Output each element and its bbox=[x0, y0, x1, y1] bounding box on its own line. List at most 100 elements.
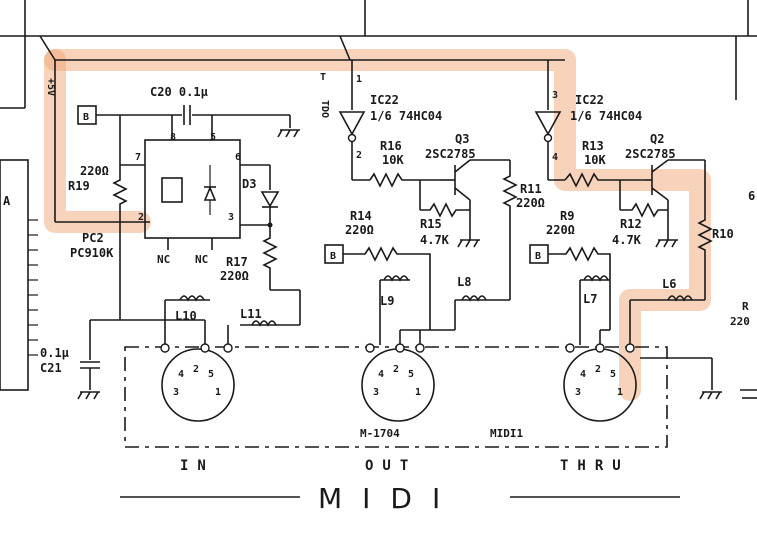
nc-label-1: NC bbox=[157, 253, 170, 266]
l10-label: L10 bbox=[175, 309, 197, 323]
c20-label: C20 0.1μ bbox=[150, 85, 208, 99]
l7-label: L7 bbox=[583, 292, 597, 306]
r12-label: R12 bbox=[620, 217, 642, 231]
r16-resistor bbox=[369, 172, 440, 188]
bus-tag-left: +5V bbox=[45, 78, 56, 96]
pc2-pin-8: 8 bbox=[170, 132, 176, 143]
d3-label: D3 bbox=[242, 177, 256, 191]
bus-diag-left bbox=[39, 35, 56, 61]
c21-value: 0.1μ bbox=[40, 346, 69, 360]
left-edge-connector bbox=[0, 159, 29, 391]
r10-resistor bbox=[697, 160, 713, 300]
svg-text:B: B bbox=[330, 251, 336, 262]
pc2-gate-icon bbox=[161, 177, 183, 203]
r13-label: R13 bbox=[582, 139, 604, 153]
highlighted-in-loop bbox=[44, 49, 151, 233]
r14-resistor bbox=[343, 246, 431, 330]
ic22-b-pin-out: 4 bbox=[552, 152, 558, 163]
pc2-type-label: PC910K bbox=[70, 246, 114, 260]
r15-value: 4.7K bbox=[420, 233, 450, 247]
svg-text:2: 2 bbox=[393, 364, 399, 375]
ic22-b-label: IC22 bbox=[575, 93, 604, 107]
d3-diode bbox=[260, 191, 280, 208]
c21-label: C21 bbox=[40, 361, 62, 375]
m1704-label: M-1704 bbox=[360, 427, 400, 440]
l7-inductor bbox=[583, 275, 609, 282]
r10-label: R10 bbox=[712, 227, 734, 241]
din-out-connector bbox=[361, 348, 435, 422]
ic22-b-inverter bbox=[534, 111, 562, 136]
out-label: OUT bbox=[365, 458, 417, 474]
svg-text:2: 2 bbox=[193, 364, 199, 375]
q2-label: Q2 bbox=[650, 132, 664, 146]
in-label: IN bbox=[180, 458, 215, 474]
r11-value: 220Ω bbox=[516, 196, 545, 210]
r16-value: 10K bbox=[382, 153, 404, 167]
pc2-pin-5: 5 bbox=[210, 132, 216, 143]
ground-symbol-c20 bbox=[277, 129, 300, 138]
ic22-b-pin-in: 3 bbox=[552, 90, 558, 101]
r10-partial-value: 220 bbox=[730, 315, 750, 328]
ic22-a-type: 1/6 74HC04 bbox=[370, 109, 442, 123]
svg-text:2: 2 bbox=[595, 364, 601, 375]
svg-text:TDO: TDO bbox=[319, 100, 330, 118]
svg-text:B: B bbox=[83, 112, 89, 123]
left-edge-pins bbox=[28, 219, 38, 356]
l8-inductor bbox=[461, 295, 487, 302]
svg-text:4: 4 bbox=[178, 369, 184, 380]
svg-text:B: B bbox=[535, 251, 541, 262]
svg-text:1: 1 bbox=[215, 387, 221, 398]
svg-text:3: 3 bbox=[575, 387, 581, 398]
l6-inductor bbox=[667, 295, 693, 302]
r16-label: R16 bbox=[380, 139, 402, 153]
left-edge-label: A bbox=[3, 194, 11, 208]
r15-label: R15 bbox=[420, 217, 442, 231]
r14-value: 220Ω bbox=[345, 223, 374, 237]
ground-symbol-q2 bbox=[655, 230, 678, 248]
r19-resistor bbox=[112, 165, 128, 222]
r17-resistor bbox=[262, 225, 278, 290]
svg-text:4: 4 bbox=[580, 369, 586, 380]
section-title: MIDI bbox=[318, 482, 460, 515]
r14-label: R14 bbox=[350, 209, 372, 223]
r17-label: R17 bbox=[226, 255, 248, 269]
q3-label: Q3 bbox=[455, 132, 469, 146]
ground-symbol-c21 bbox=[77, 391, 100, 400]
ic22-a-inverter bbox=[338, 111, 366, 136]
r13-resistor bbox=[564, 172, 645, 188]
r9-value: 220Ω bbox=[546, 223, 575, 237]
r9-label: R9 bbox=[560, 209, 574, 223]
svg-text:1: 1 bbox=[415, 387, 421, 398]
pc2-pin-2: 2 bbox=[138, 212, 144, 223]
pc2-label: PC2 bbox=[82, 231, 104, 245]
midi-ref-label: MIDI1 bbox=[490, 427, 523, 440]
l9-label: L9 bbox=[380, 294, 394, 308]
r15-resistor bbox=[420, 202, 470, 218]
thru-label: THRU bbox=[560, 458, 630, 474]
l11-inductor bbox=[251, 320, 277, 327]
r11-resistor bbox=[502, 160, 518, 300]
pc2-pin-3: 3 bbox=[228, 212, 234, 223]
l10-inductor bbox=[179, 295, 205, 302]
pc2-pin-7: 7 bbox=[135, 152, 141, 163]
ic22-b-type: 1/6 74HC04 bbox=[570, 109, 642, 123]
l9-inductor bbox=[383, 275, 409, 282]
ic22-a-tag: T bbox=[320, 72, 326, 83]
ic22-a-pin-out: 2 bbox=[356, 150, 362, 161]
r12-resistor bbox=[620, 202, 668, 218]
l8-label: L8 bbox=[457, 275, 471, 289]
r10-partial-label: R bbox=[742, 300, 749, 313]
din-in-connector bbox=[161, 348, 235, 422]
pc2-optocoupler bbox=[144, 139, 241, 239]
r11-label: R11 bbox=[520, 182, 542, 196]
offpage-connector-1 bbox=[77, 105, 97, 125]
r19-value: 220Ω bbox=[80, 164, 109, 178]
svg-text:5: 5 bbox=[408, 369, 414, 380]
r19-label: R19 bbox=[68, 179, 90, 193]
ic22-a-label: IC22 bbox=[370, 93, 399, 107]
pc2-pin-6: 6 bbox=[235, 152, 241, 163]
ground-symbol-right bbox=[699, 391, 722, 400]
ground-symbol-q3 bbox=[457, 230, 480, 248]
bus-diag-mid bbox=[339, 35, 351, 61]
